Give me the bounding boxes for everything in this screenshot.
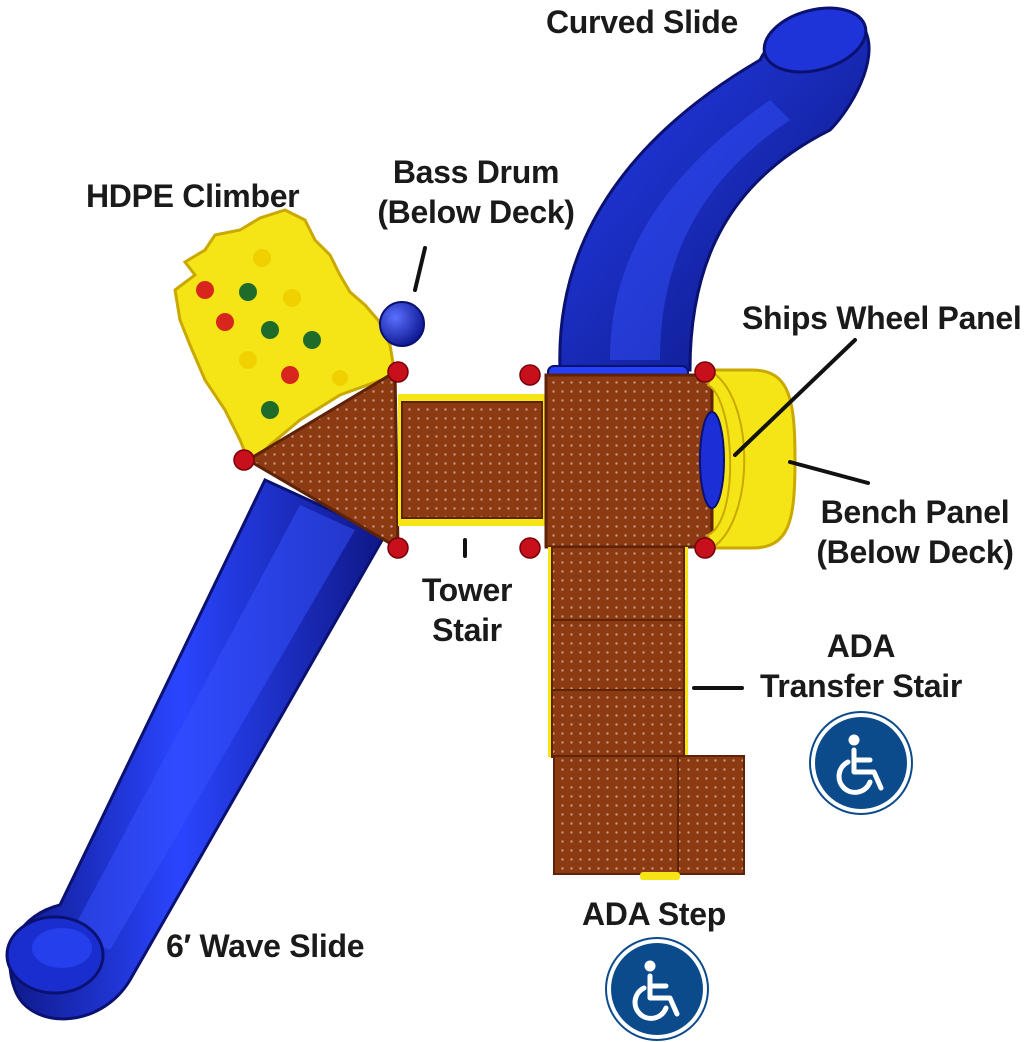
label-tower-stair-line2: Stair: [432, 612, 502, 648]
curved-slide: [547, 6, 871, 381]
ada-transfer-stair: [548, 546, 688, 758]
label-bench-panel-line2: (Below Deck): [816, 534, 1014, 570]
label-wave-slide: 6′ Wave Slide: [166, 928, 365, 964]
triangle-deck: [245, 369, 400, 551]
label-curved-slide: Curved Slide: [546, 4, 739, 40]
tower-stair: [398, 394, 546, 526]
label-ada-transfer-line2: Transfer Stair: [759, 668, 963, 704]
ada-transfer-wheelchair-icon: [809, 711, 913, 815]
main-deck: [544, 373, 714, 549]
wave-slide: [5, 478, 388, 1021]
label-hdpe-climber: HDPE Climber: [86, 178, 300, 214]
label-bench-panel: Bench Panel (Below Deck): [810, 492, 1020, 572]
ada-step: [553, 755, 745, 880]
label-bass-drum-line1: Bass Drum: [392, 154, 560, 190]
post-clamps: [233, 361, 716, 559]
label-bass-drum: Bass Drum (Below Deck): [366, 152, 586, 232]
label-ships-wheel-panel: Ships Wheel Panel: [742, 300, 1022, 336]
leader-lines: [413, 246, 870, 690]
label-bass-drum-line2: (Below Deck): [377, 194, 575, 230]
label-ada-transfer-stair: ADA Transfer Stair: [746, 626, 976, 706]
label-tower-stair-line1: Tower: [421, 572, 513, 608]
label-ada-step: ADA Step: [582, 896, 726, 932]
label-tower-stair: Tower Stair: [402, 570, 532, 650]
hdpe-climber: [173, 208, 397, 468]
ada-step-wheelchair-icon: [605, 937, 709, 1041]
label-bench-panel-line1: Bench Panel: [820, 494, 1010, 530]
label-ada-transfer-line1: ADA: [826, 628, 896, 664]
bass-drum: [379, 301, 425, 347]
